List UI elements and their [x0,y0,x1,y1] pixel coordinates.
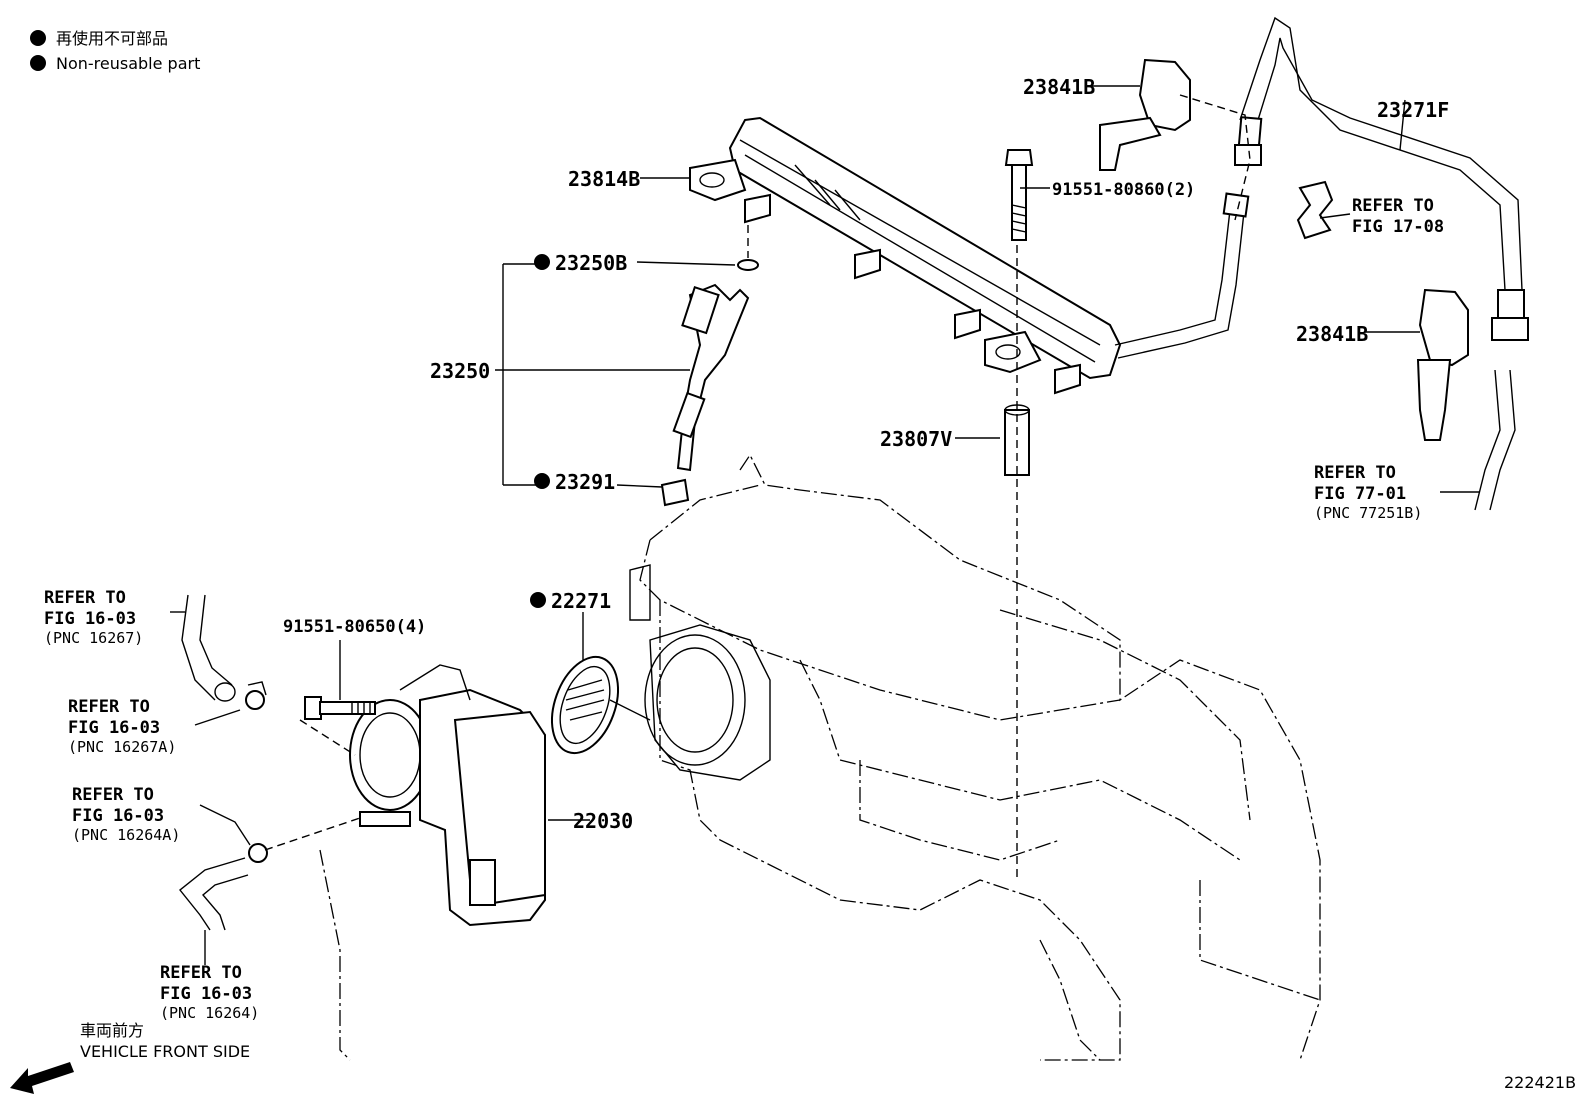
ref-16267-line3: (PNC 16267) [44,629,143,647]
ref-fig17-line2: FIG 17-08 [1352,217,1444,237]
ref-fig17-line1: REFER TO [1352,196,1434,216]
ref-16267A-line3: (PNC 16267A) [68,738,176,756]
label-23291: 23291 [555,470,615,494]
ref-fig77-line1: REFER TO [1314,463,1396,483]
ref-16264-line3: (PNC 16264) [160,1004,259,1022]
ref-fig77-line2: FIG 77-01 [1314,484,1406,504]
legend-japanese: 再使用不可部品 [56,29,168,48]
label-23250: 23250 [430,359,490,383]
water-hoses [179,594,268,931]
front-direction: 車両前方 VEHICLE FRONT SIDE [10,1021,250,1094]
reference-labels: REFER TO FIG 17-08 REFER TO FIG 77-01 (P… [44,196,1444,1022]
legend-english: Non-reusable part [56,54,200,73]
label-23271F: 23271F [1377,98,1449,122]
label-23841B-top: 23841B [1023,75,1095,99]
label-22030: 22030 [573,809,633,833]
non-reusable-dot-icon [30,30,46,46]
ref-16267A-line1: REFER TO [68,697,150,717]
ref-16267A-line2: FIG 16-03 [68,718,160,738]
label-23841B-right: 23841B [1296,322,1368,346]
label-23807V: 23807V [880,427,952,451]
label-23250B: 23250B [555,251,627,275]
ref-fig77-line3: (PNC 77251B) [1314,504,1422,522]
ref-16264-line1: REFER TO [160,963,242,983]
fuel-hose [1234,16,1529,511]
non-reusable-dot-icon [30,55,46,71]
label-22271: 22271 [551,589,611,613]
clip-fig17 [1296,180,1334,240]
non-reusable-dot-icon [534,254,550,270]
ref-16264-line2: FIG 16-03 [160,984,252,1004]
label-91551-80860: 91551-80860(2) [1052,180,1195,200]
throttle-body [304,664,546,927]
ref-16264A-line1: REFER TO [72,785,154,805]
ref-16264A-line2: FIG 16-03 [72,806,164,826]
legend: 再使用不可部品 Non-reusable part [30,29,200,73]
label-23814B: 23814B [568,167,640,191]
fuel-rail [689,116,1250,395]
non-reusable-dot-icon [534,473,550,489]
front-arrow-icon [10,1062,74,1094]
leader-lines [170,85,1480,965]
label-91551-80650: 91551-80650(4) [283,617,426,637]
clip-23841B-right [1416,288,1469,441]
non-reusable-dot-icon [530,592,546,608]
engine-outline [319,453,1321,1061]
bolt-rail [1004,149,1034,241]
part-labels: 23841B 23271F 23814B 91551-80860(2) 2325… [283,75,1449,833]
ref-16264A-line3: (PNC 16264A) [72,826,180,844]
clip-23841B-top [1099,58,1191,171]
ref-16267-line1: REFER TO [44,588,126,608]
injector [660,259,759,507]
front-japanese: 車両前方 [80,1021,144,1040]
gasket [551,655,619,755]
ref-16267-line2: FIG 16-03 [44,609,136,629]
figure-id: 222421B [1504,1073,1576,1092]
front-english: VEHICLE FRONT SIDE [80,1042,250,1061]
